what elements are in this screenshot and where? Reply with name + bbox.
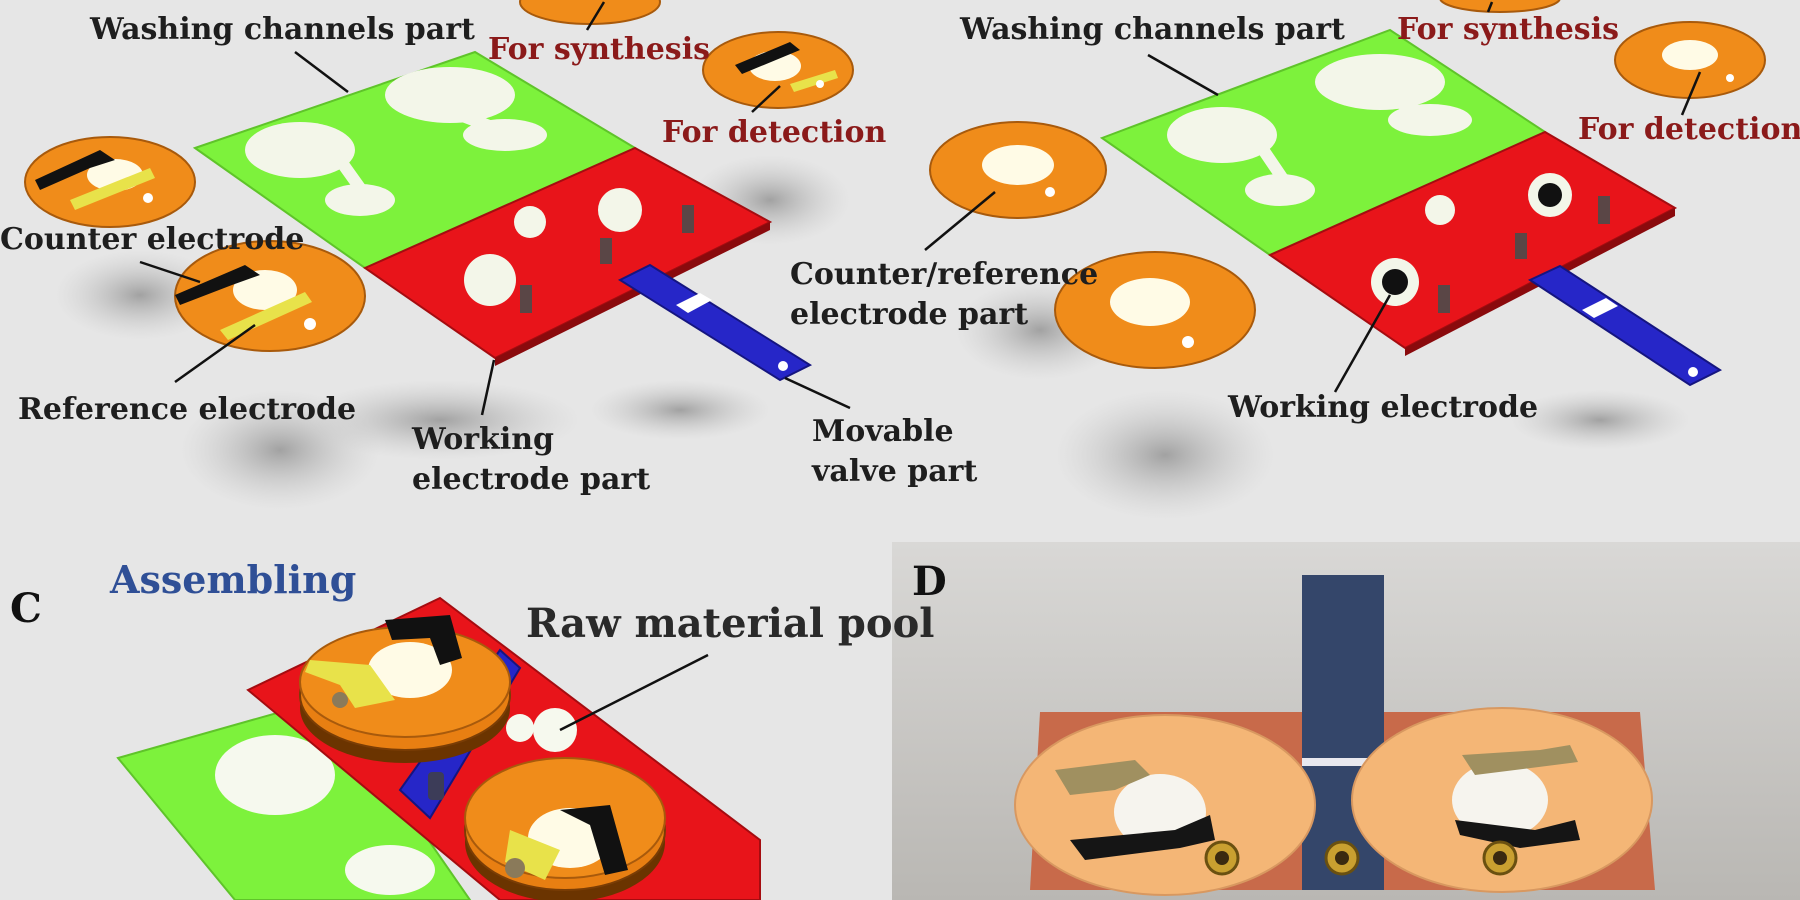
disc-shadow (1055, 390, 1275, 520)
detection-disc (702, 31, 854, 109)
label-valve-part-line2: valve part (812, 454, 978, 489)
working-electrode-dot (1538, 183, 1562, 207)
channel-reservoir (1167, 107, 1277, 163)
channel-reservoir (385, 67, 515, 123)
label-for-synthesis-left: For synthesis (488, 32, 710, 67)
synthesis-disc (1439, 0, 1561, 13)
movable-valve-strip (1527, 264, 1723, 387)
label-working-electrode-right: Working electrode (1228, 390, 1539, 425)
leader-lines (924, 1, 1702, 393)
channel-reservoir (345, 845, 435, 895)
panel-d-photo (892, 542, 1800, 900)
counter-reference-disc-lower (1054, 251, 1256, 369)
electrode-well (464, 254, 516, 306)
label-washing-channels-right: Washing channels part (960, 12, 1345, 47)
panel-letter-d: D (912, 558, 947, 605)
channel-reservoir (1245, 174, 1315, 206)
label-movable-line1: Movable (812, 414, 954, 449)
label-counter-reference-line2: electrode part (790, 297, 1029, 332)
valve-pin (600, 238, 612, 264)
label-for-synthesis-right: For synthesis (1397, 12, 1619, 47)
label-washing-channels-left: Washing channels part (90, 12, 475, 47)
channel-reservoir (1315, 54, 1445, 110)
valve-hole (1688, 367, 1698, 377)
label-working-electrode-line2: electrode part (412, 462, 651, 497)
valve-window (1582, 298, 1618, 318)
channel-path (1257, 94, 1428, 186)
panel-c-assembled-view (116, 596, 761, 900)
valve-pin (1515, 233, 1527, 259)
valve-pin (682, 205, 694, 233)
electrode-well (1425, 195, 1455, 225)
panel-b-exploded-view (924, 0, 1766, 520)
electrode-well (598, 188, 642, 232)
counter-reference-disc-upper (929, 121, 1107, 219)
valve-pin (1438, 285, 1450, 313)
valve-shadow (590, 380, 770, 440)
valve-window (676, 293, 712, 313)
leader-lines (139, 1, 851, 416)
right-electrode-disc-photo (1351, 707, 1653, 893)
layer-shadow (300, 380, 580, 460)
leader-line (559, 653, 709, 732)
movable-valve-strip (617, 263, 813, 382)
left-electrode-disc-photo (1014, 714, 1316, 896)
raw-material-well (533, 708, 577, 752)
valve-shadow (1510, 390, 1690, 450)
valve-pin (428, 772, 444, 800)
label-counter-reference-line1: Counter/reference (790, 257, 1099, 292)
lower-disc-stack (464, 757, 666, 900)
counter-electrode-disc (24, 136, 196, 228)
channel-reservoir (215, 735, 335, 815)
valve-pin (1598, 196, 1610, 224)
reference-electrode-disc (174, 240, 366, 352)
label-assembling: Assembling (110, 557, 357, 602)
label-working-electrode-line1: Working (412, 422, 555, 457)
valve-hole (778, 361, 788, 371)
raw-material-well (506, 714, 534, 742)
label-for-detection-right: For detection (1578, 112, 1800, 147)
synthesis-disc (519, 0, 661, 25)
panel-a-exploded-view (24, 0, 854, 510)
upper-disc-stack (299, 615, 511, 763)
valve-pin (520, 285, 532, 313)
label-counter-electrode: Counter electrode (0, 222, 305, 257)
detection-disc (1614, 21, 1766, 99)
layer-edge (495, 222, 770, 366)
valve-window-photo (1302, 758, 1384, 766)
label-raw-material-pool: Raw material pool (526, 600, 935, 647)
channel-reservoir (325, 184, 395, 216)
channel-path (335, 109, 503, 199)
channel-reservoir (245, 122, 355, 178)
working-electrode-dot (1382, 269, 1408, 295)
label-for-detection-left: For detection (662, 115, 887, 150)
label-reference-electrode: Reference electrode (18, 392, 357, 427)
electrode-well (514, 206, 546, 238)
valve-rivet-center (1335, 851, 1349, 865)
panel-letter-c: C (10, 585, 42, 632)
